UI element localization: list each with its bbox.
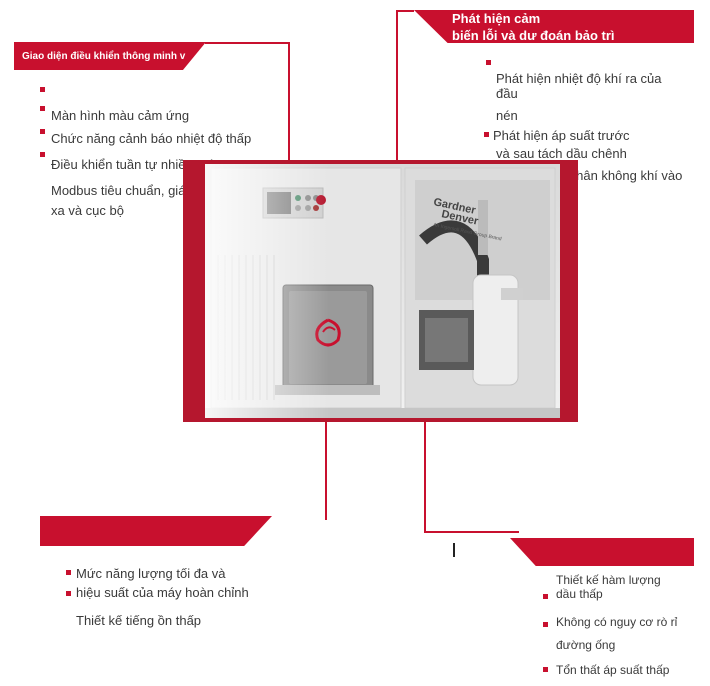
top-left-item: xa và cục bộ xyxy=(51,203,124,218)
bullet-icon xyxy=(40,106,45,111)
connector-line xyxy=(205,42,290,44)
connector-line xyxy=(325,395,327,520)
bottom-left-item: Mức năng lượng tối đa và xyxy=(76,566,226,581)
top-right-item: đầu xyxy=(496,86,518,101)
top-right-item: Phát hiện áp suất trước xyxy=(493,128,630,143)
top-right-banner xyxy=(414,10,694,43)
compressor-machine-illustration: Gardner Denver An Ingersoll Rand Group B… xyxy=(183,160,578,422)
bullet-icon xyxy=(486,60,491,65)
bullet-icon xyxy=(66,570,71,575)
connector-line xyxy=(424,531,519,533)
top-right-title-line2: biến lỗi và dự đoán bảo trì xyxy=(452,28,615,41)
bottom-right-item: Không có nguy cơ rò rỉ xyxy=(556,615,678,629)
top-left-banner xyxy=(14,42,206,70)
bottom-right-item: Thiết kế hàm lượng xyxy=(556,573,661,587)
bottom-left-item: hiệu suất của máy hoàn chỉnh xyxy=(76,585,249,600)
bottom-right-item: dầu thấp xyxy=(556,587,603,601)
top-right-item: Phát hiện nhiệt độ khí ra của xyxy=(496,71,662,86)
bullet-icon xyxy=(66,591,71,596)
bullet-icon xyxy=(543,622,548,627)
bullet-icon xyxy=(543,594,548,599)
connector-line xyxy=(396,10,414,12)
text-cursor xyxy=(453,543,455,557)
bottom-right-item: Tổn thất áp suất thấp xyxy=(556,663,670,677)
top-left-item: Màn hình màu cảm ứng xyxy=(51,108,190,123)
top-left-item: Điều khiển tuần tự nhiều máy xyxy=(51,157,221,172)
bottom-left-banner xyxy=(40,516,272,546)
compressor-svg: Gardner Denver An Ingersoll Rand Group B… xyxy=(183,160,578,422)
bottom-left-item: Thiết kế tiếng ồn thấp xyxy=(76,613,202,628)
top-left-item: Chức năng cảnh báo nhiệt độ thấp xyxy=(51,131,252,146)
bullet-icon xyxy=(40,87,45,92)
bullet-icon xyxy=(543,667,548,672)
connector-line xyxy=(424,320,426,532)
bullet-icon xyxy=(40,152,45,157)
bullet-icon xyxy=(484,132,489,137)
top-left-title: Giao diện điều khiển thông minh v xyxy=(22,51,186,62)
bottom-right-item: đường ống xyxy=(556,638,616,652)
bullet-icon xyxy=(40,129,45,134)
connector-line xyxy=(288,42,290,192)
top-right-item: nén xyxy=(496,108,518,123)
connector-line xyxy=(396,10,398,305)
top-right-item: và sau tách dầu chênh xyxy=(496,146,627,161)
top-right-title-line1: Phát hiện cảm xyxy=(452,11,541,26)
bottom-right-banner xyxy=(510,538,694,566)
